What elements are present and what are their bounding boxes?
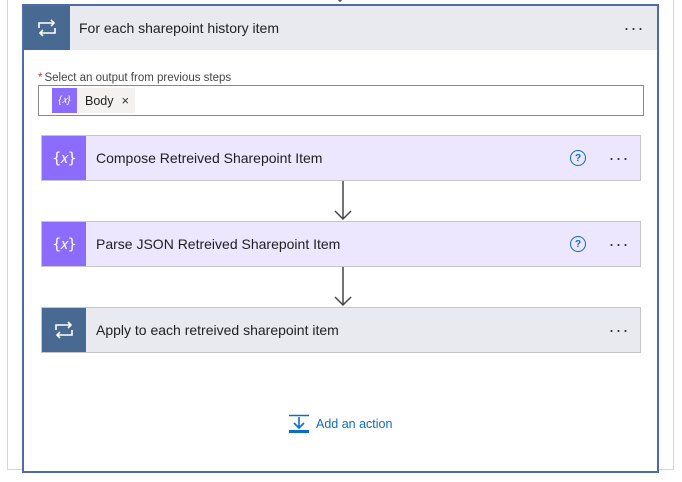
action-card-compose[interactable]: {𝑥} Compose Retreived Sharepoint Item ? … xyxy=(41,135,641,181)
outer-scope-border-right xyxy=(673,0,674,470)
help-icon[interactable]: ? xyxy=(570,236,586,252)
add-action-icon xyxy=(289,414,309,433)
body-token[interactable]: {𝑥} Body × xyxy=(52,88,136,113)
compose-glyph: {𝑥} xyxy=(52,235,76,253)
for-each-loop-card[interactable]: For each sharepoint history item ··· *Se… xyxy=(22,4,659,473)
action-more-options-button[interactable]: ··· xyxy=(608,319,630,340)
add-action-button[interactable]: Add an action xyxy=(288,414,392,434)
incoming-arrow-icon xyxy=(337,0,343,3)
compose-icon: {𝑥} xyxy=(42,222,86,266)
outer-scope-border-left xyxy=(7,0,8,470)
action-title: Compose Retreived Sharepoint Item xyxy=(96,150,323,166)
help-icon[interactable]: ? xyxy=(570,150,586,166)
compose-glyph: {𝑥} xyxy=(52,149,76,167)
token-label: Body xyxy=(85,93,114,108)
compose-icon: {𝑥} xyxy=(52,88,77,113)
select-output-label-text: Select an output from previous steps xyxy=(44,72,232,84)
action-title: Parse JSON Retreived Sharepoint Item xyxy=(96,236,341,252)
compose-icon: {𝑥} xyxy=(42,136,86,180)
connector-arrow-icon xyxy=(334,267,352,307)
select-output-input[interactable]: {𝑥} Body × xyxy=(38,85,644,116)
token-remove-button[interactable]: × xyxy=(121,93,130,108)
loop-title: For each sharepoint history item xyxy=(79,20,279,36)
required-marker: * xyxy=(38,72,43,84)
add-action-label: Add an action xyxy=(316,417,393,431)
loop-header[interactable]: For each sharepoint history item ··· xyxy=(24,6,657,50)
action-card-apply-to-each[interactable]: Apply to each retreived sharepoint item … xyxy=(41,307,641,353)
action-more-options-button[interactable]: ··· xyxy=(608,147,630,168)
action-card-parse-json[interactable]: {𝑥} Parse JSON Retreived Sharepoint Item… xyxy=(41,221,641,267)
connector-arrow-icon xyxy=(334,181,352,221)
select-output-label: *Select an output from previous steps xyxy=(38,72,231,84)
loop-icon xyxy=(42,308,86,352)
loop-icon xyxy=(24,6,70,50)
action-more-options-button[interactable]: ··· xyxy=(608,233,630,254)
action-title: Apply to each retreived sharepoint item xyxy=(96,322,339,338)
loop-more-options-button[interactable]: ··· xyxy=(623,17,645,38)
